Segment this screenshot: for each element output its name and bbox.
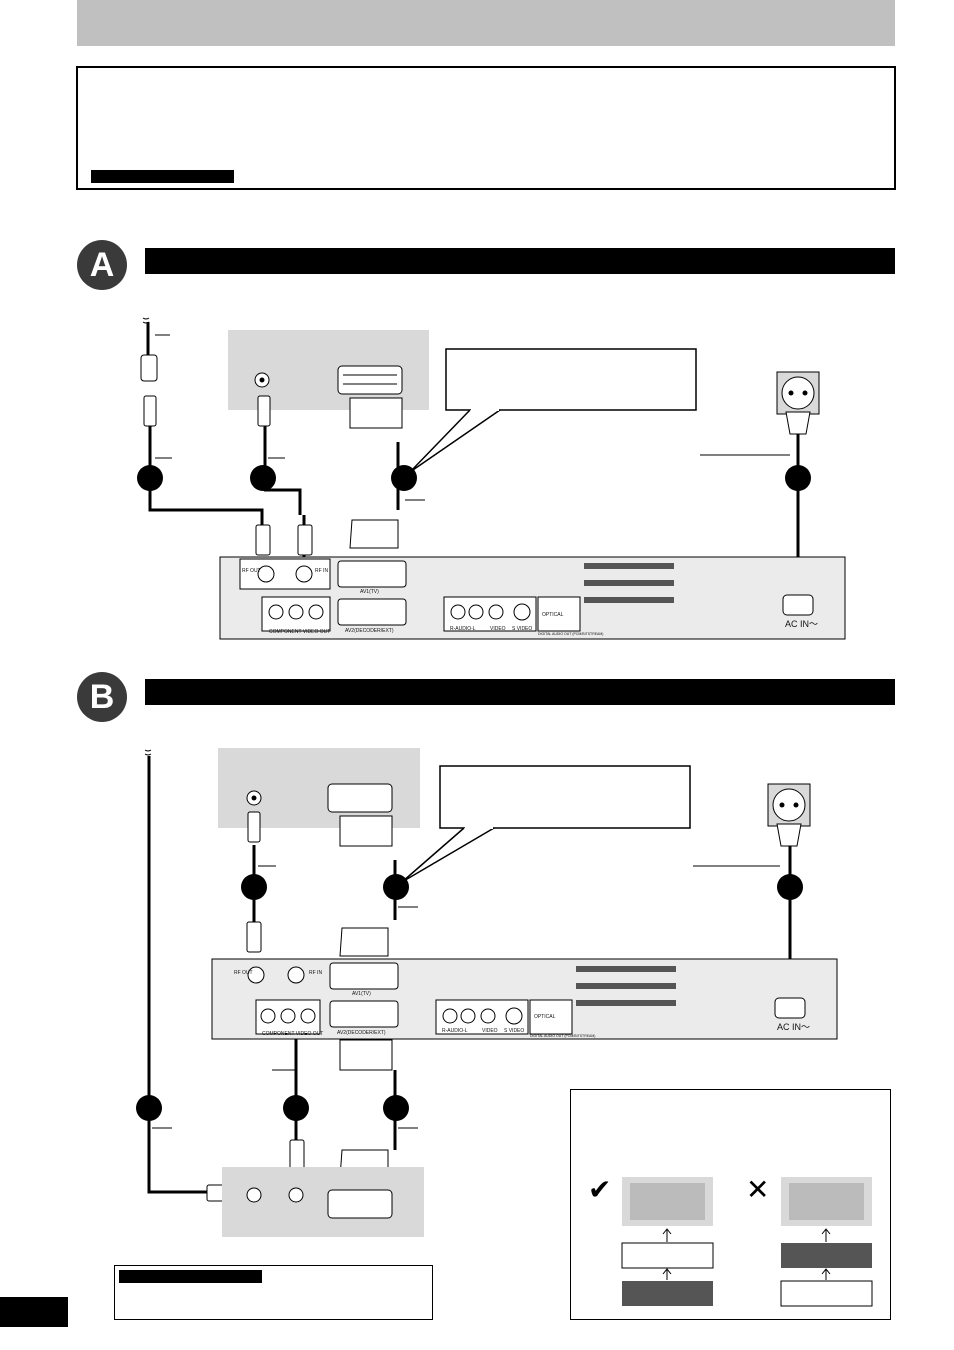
step-markers-a — [137, 465, 811, 491]
rf-out-label-b: RF OUT — [234, 970, 253, 976]
section-b-title-bar — [145, 679, 895, 705]
section-a-badge — [77, 240, 127, 290]
section-a-letter: A — [89, 246, 115, 284]
optical-label-b: OPTICAL — [534, 1014, 556, 1020]
check-icon: ✔ — [588, 1173, 612, 1206]
ac-in-label-b: AC IN～ — [777, 1022, 811, 1032]
tv-scart-a — [337, 365, 403, 395]
video-label-b: VIDEO — [482, 1028, 498, 1034]
intro-box — [76, 66, 896, 190]
legend-diagram — [621, 1177, 873, 1307]
rf-out-label-a: RF OUT — [242, 568, 261, 574]
svideo-label-a: S VIDEO — [512, 626, 533, 632]
component-label-b: COMPONENT VIDEO OUT — [262, 1031, 324, 1037]
av1-label-b: AV1(TV) — [352, 991, 371, 997]
av1-label-a: AV1(TV) — [360, 589, 379, 595]
audio-label-b: R-AUDIO-L — [442, 1028, 468, 1034]
diagram-b — [136, 748, 838, 1237]
av2-label-b: AV2(DECODER/EXT) — [337, 1030, 386, 1036]
page-header-bar — [77, 0, 895, 46]
component-label-a: COMPONENT VIDEO OUT — [269, 629, 331, 635]
antenna-a — [140, 317, 170, 382]
rf-in-label-b: RF IN — [309, 970, 323, 976]
intro-black-label — [91, 170, 234, 183]
callout-box-b — [439, 765, 691, 829]
note-box — [114, 1265, 433, 1320]
audio-label-a: R-AUDIO-L — [450, 626, 476, 632]
ac-in-label-a: AC IN～ — [785, 619, 819, 629]
legend-box — [570, 1089, 891, 1320]
diagram-a — [137, 317, 846, 640]
section-b-letter: B — [89, 678, 115, 716]
video-label-a: VIDEO — [490, 626, 506, 632]
svideo-label-b: S VIDEO — [504, 1028, 525, 1034]
cross-icon: ✕ — [746, 1173, 770, 1206]
digital-label-a: DIGITAL AUDIO OUT (PCM/BITSTREAM) — [538, 632, 604, 636]
rf-in-label-a: RF IN — [315, 568, 329, 574]
section-b-badge — [77, 672, 127, 722]
note-black-label — [119, 1270, 262, 1283]
av2-label-a: AV2(DECODER/EXT) — [345, 628, 394, 634]
digital-label-b: DIGITAL AUDIO OUT (PCM/BITSTREAM) — [530, 1034, 596, 1038]
callout-box-a — [445, 348, 697, 411]
step-markers-b — [136, 874, 803, 1121]
page-tab — [0, 1297, 68, 1327]
section-a-title-bar — [145, 248, 895, 274]
optical-label-a: OPTICAL — [542, 612, 564, 618]
